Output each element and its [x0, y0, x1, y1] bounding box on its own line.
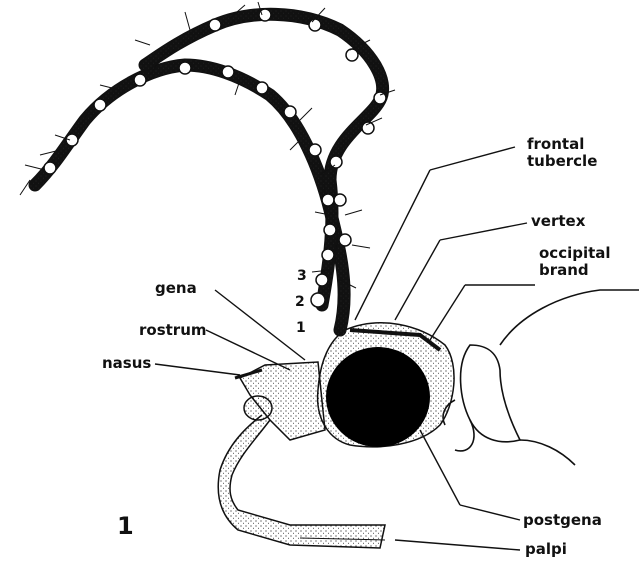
segment-number-2: 2	[295, 294, 305, 311]
segment-number-3: 3	[297, 268, 307, 285]
label-brand: brand	[539, 262, 589, 279]
label-rostrum: rostrum	[139, 322, 207, 339]
label-nasus: nasus	[102, 355, 151, 372]
label-gena: gena	[155, 280, 197, 297]
figure-number: 1	[117, 518, 134, 535]
segment-number-1: 1	[296, 320, 306, 337]
label-postgena: postgena	[523, 512, 602, 529]
label-tubercle: tubercle	[527, 153, 597, 170]
label-occipital: occipital	[539, 245, 611, 262]
compound-eye	[326, 347, 430, 447]
label-vertex: vertex	[531, 213, 585, 230]
thorax-outline	[443, 290, 639, 465]
label-frontal: frontal	[527, 136, 584, 153]
label-palpi: palpi	[525, 541, 567, 558]
